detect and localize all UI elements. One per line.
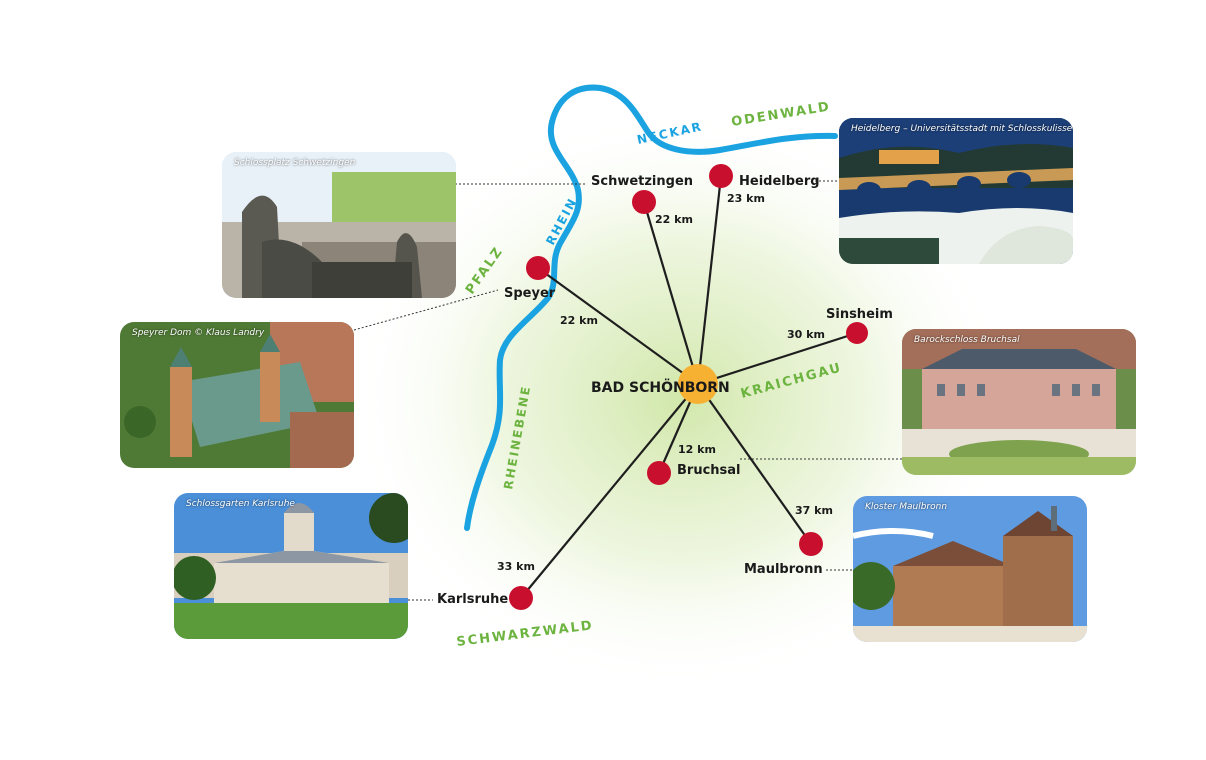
photo-speyer <box>120 322 354 468</box>
route-lines <box>520 175 858 599</box>
marker-speyer[interactable] <box>526 256 550 280</box>
route-maulbronn <box>697 383 812 545</box>
distance-label-schwetzingen: 22 km <box>655 213 693 226</box>
photo-card-speyer[interactable]: Speyrer Dom © Klaus Landry <box>120 322 354 468</box>
photo-card-schwetzingen[interactable]: Schlossplatz Schwetzingen <box>222 152 456 298</box>
route-heidelberg <box>696 175 723 385</box>
photo-maulbronn <box>853 496 1087 642</box>
photo-card-heidelberg[interactable]: Heidelberg – Universitätsstadt mit Schlo… <box>839 118 1073 264</box>
distance-label-bruchsal: 12 km <box>678 443 716 456</box>
distance-label-heidelberg: 23 km <box>727 192 765 205</box>
distance-label-karlsruhe: 33 km <box>497 560 535 573</box>
distance-label-sinsheim: 30 km <box>787 328 825 341</box>
river-rhein <box>464 84 838 531</box>
distance-label-speyer: 22 km <box>560 314 598 327</box>
photo-card-maulbronn[interactable]: Kloster Maulbronn <box>853 496 1087 642</box>
town-label-bruchsal: Bruchsal <box>677 463 741 478</box>
route-speyer <box>537 267 699 385</box>
photo-caption-maulbronn: Kloster Maulbronn <box>865 502 948 512</box>
route-schwetzingen <box>642 201 700 385</box>
photo-card-karlsruhe[interactable]: Schlossgarten Karlsruhe <box>174 493 408 639</box>
photo-caption-bruchsal: Barockschloss Bruchsal <box>914 335 1020 345</box>
marker-bruchsal[interactable] <box>647 461 671 485</box>
photo-caption-karlsruhe: Schlossgarten Karlsruhe <box>186 499 295 509</box>
distance-label-maulbronn: 37 km <box>795 504 833 517</box>
town-label-heidelberg: Heidelberg <box>739 174 820 189</box>
town-label-schwetzingen: Schwetzingen <box>591 174 693 189</box>
photo-card-bruchsal[interactable]: Barockschloss Bruchsal <box>902 329 1136 475</box>
photo-karlsruhe <box>174 493 408 639</box>
photo-caption-speyer: Speyrer Dom © Klaus Landry <box>132 328 265 338</box>
marker-maulbronn[interactable] <box>799 532 823 556</box>
town-markers <box>509 164 868 610</box>
marker-karlsruhe[interactable] <box>509 586 533 610</box>
route-karlsruhe <box>520 383 699 599</box>
route-sinsheim <box>697 331 858 386</box>
marker-schwetzingen[interactable] <box>632 190 656 214</box>
photo-caption-schwetzingen: Schlossplatz Schwetzingen <box>234 158 356 168</box>
town-label-karlsruhe: Karlsruhe <box>437 592 508 607</box>
center-label: BAD SCHÖNBORN <box>591 378 730 396</box>
town-label-speyer: Speyer <box>504 286 556 301</box>
photo-caption-heidelberg: Heidelberg – Universitätsstadt mit Schlo… <box>851 124 1073 134</box>
leader-lines <box>353 180 903 601</box>
photo-bruchsal <box>902 329 1136 475</box>
marker-center[interactable] <box>678 364 718 404</box>
town-label-sinsheim: Sinsheim <box>826 307 893 322</box>
marker-heidelberg[interactable] <box>709 164 733 188</box>
town-label-maulbronn: Maulbronn <box>744 562 823 577</box>
marker-sinsheim[interactable] <box>846 322 868 344</box>
photo-schwetzingen <box>222 152 456 298</box>
photo-heidelberg <box>839 118 1073 264</box>
